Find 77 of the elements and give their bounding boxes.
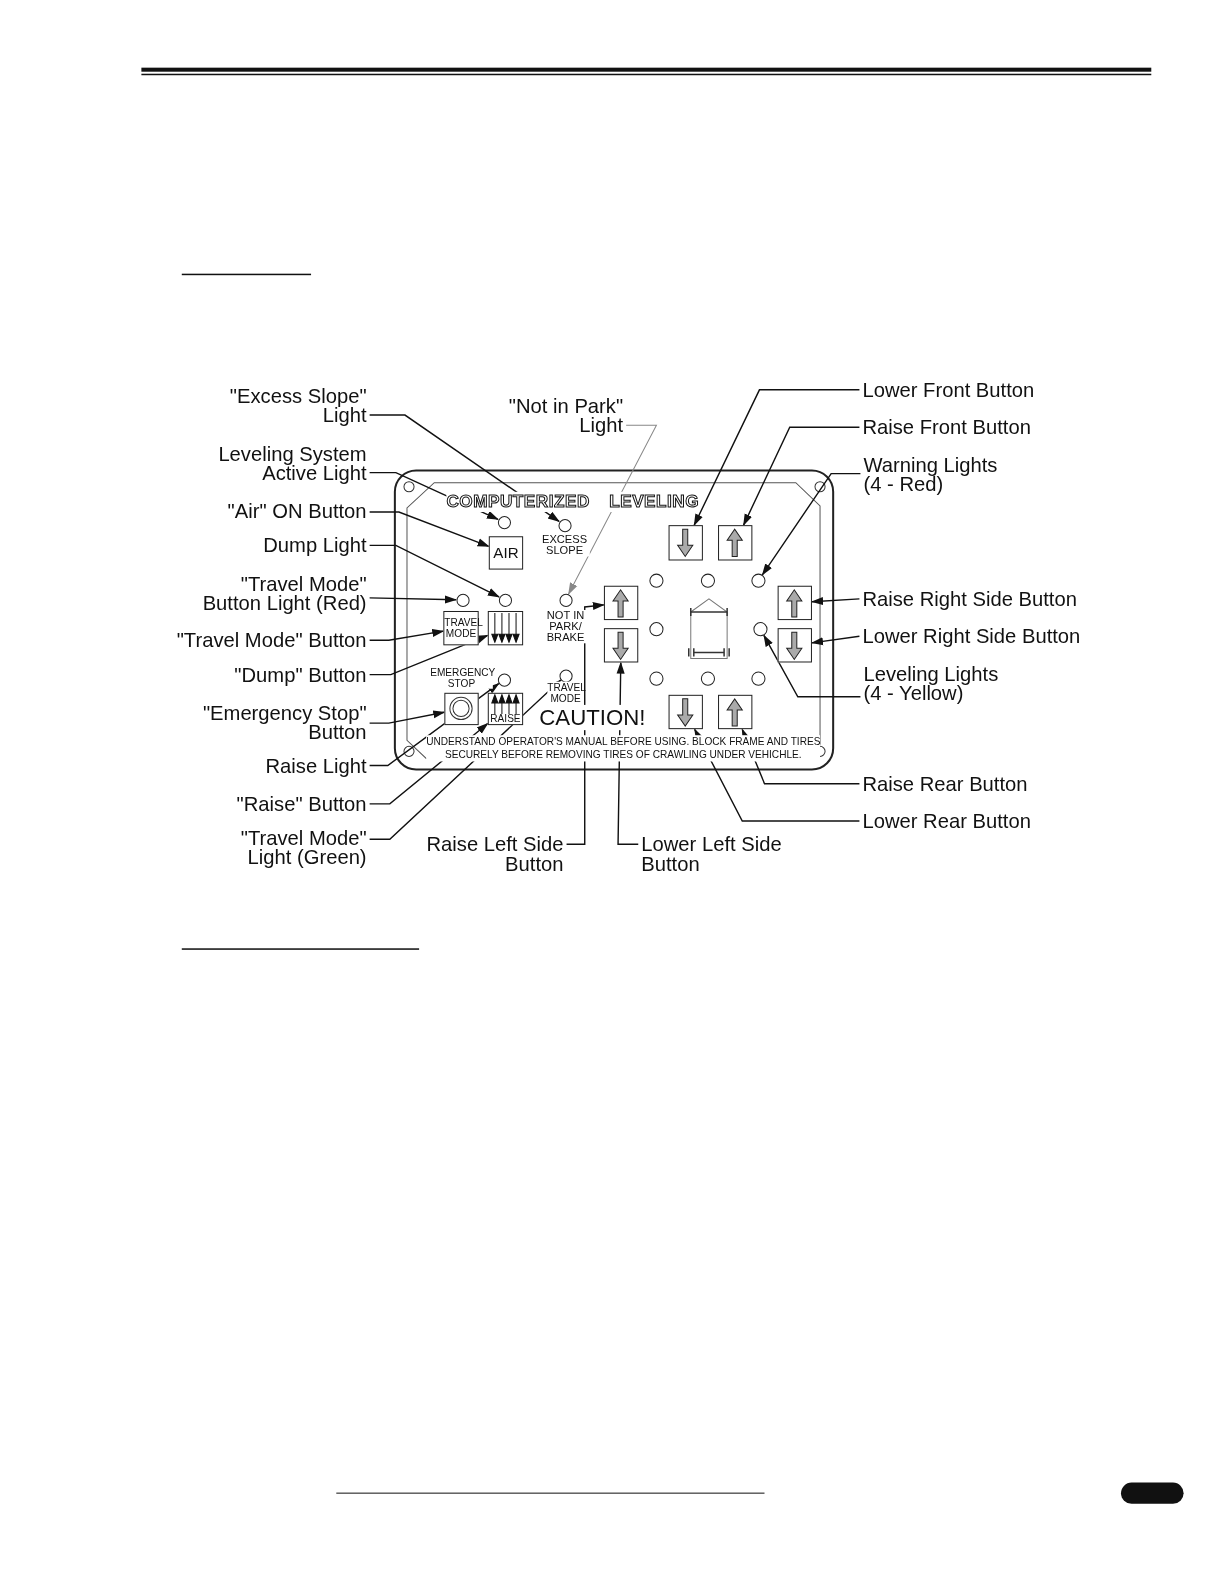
leader-line xyxy=(368,628,445,641)
arrow-button xyxy=(603,628,639,663)
panel-label: EMERGENCY STOP xyxy=(430,666,493,689)
leader-line xyxy=(368,682,500,767)
arrow-button xyxy=(718,694,753,730)
leader-line xyxy=(368,511,490,548)
callout-label: "Air" ON Button xyxy=(227,501,367,522)
panel-label: EXCESS SLOPE xyxy=(539,534,590,557)
indicator-light xyxy=(497,515,511,529)
indicator-light xyxy=(649,671,664,686)
callout-label: Raise Right Side Button xyxy=(862,589,1077,609)
indicator-light xyxy=(700,671,715,686)
callout-label: "Travel Mode" Button Light (Red) xyxy=(202,574,367,613)
callout-label: Leveling System Active Light xyxy=(218,444,367,483)
caution-text: CAUTION! xyxy=(539,704,646,731)
indicator-light xyxy=(649,573,664,588)
leader-line xyxy=(368,414,560,523)
callout-label: "Travel Mode" Light (Green) xyxy=(240,829,367,868)
callout-label: Raise Left Side Button xyxy=(426,835,564,874)
panel-title: COMPUTERIZED LEVELING xyxy=(446,491,700,512)
push-button: RAISE xyxy=(487,692,524,726)
callout-label: Raise Light xyxy=(265,756,367,776)
indicator-light xyxy=(753,622,768,637)
leader-line xyxy=(368,544,500,598)
leader-line xyxy=(368,595,457,604)
indicator-light xyxy=(497,673,511,687)
leader-line xyxy=(693,389,861,527)
arrow-button xyxy=(777,628,812,663)
arrow-button xyxy=(777,585,812,621)
arrow-button xyxy=(668,694,703,730)
leader-line xyxy=(693,728,861,822)
callout-label: "Dump" Button xyxy=(234,665,367,685)
leader-line xyxy=(368,679,562,840)
callout-label: Lower Right Side Button xyxy=(862,627,1081,647)
leader-line xyxy=(742,426,861,527)
push-button: AIR xyxy=(488,536,524,570)
indicator-light xyxy=(557,518,572,532)
callout-label: Lower Left Side Button xyxy=(641,835,782,874)
indicator-light xyxy=(649,622,664,637)
indicator-light xyxy=(455,593,470,607)
indicator-light xyxy=(559,669,573,683)
callout-label: "Not in Park" Light xyxy=(508,396,624,436)
indicator-light xyxy=(559,593,573,607)
leader-line xyxy=(810,597,861,606)
callout-label: "Raise" Button xyxy=(236,794,367,814)
leader-line xyxy=(761,472,862,576)
leader-line xyxy=(568,424,658,595)
leader-line xyxy=(368,710,446,724)
leader-line xyxy=(565,602,605,845)
leader-line xyxy=(368,471,499,521)
callout-label: Dump Light xyxy=(263,536,367,556)
leader-line xyxy=(810,635,861,646)
callout-label: Lower Rear Button xyxy=(862,811,1031,832)
indicator-light xyxy=(498,593,512,607)
warning-text: UNDERSTAND OPERATOR'S MANUAL BEFORE USING. BLOCK FRAME AND TIRES SECURELY BEFORE REMOVING TIRES OF CRAWLING UNDER VEHICHLE. xyxy=(426,735,821,762)
arrow-button xyxy=(603,585,639,621)
callout-label: "Emergency Stop" Button xyxy=(202,703,367,743)
leader-line xyxy=(763,634,862,698)
leader-line xyxy=(368,634,489,676)
leader-line xyxy=(616,661,639,845)
indicator-light xyxy=(751,671,766,686)
leader-line xyxy=(368,722,489,805)
callout-label: "Excess Slope" Light xyxy=(229,386,367,426)
indicator-light xyxy=(700,573,715,588)
control-panel xyxy=(393,469,835,771)
push-button xyxy=(487,611,524,646)
callout-label: Raise Front Button xyxy=(862,418,1031,438)
callout-label: Warning Lights (4 - Red) xyxy=(863,455,998,494)
arrow-button xyxy=(718,525,753,561)
callout-label: "Travel Mode" Button xyxy=(176,631,367,651)
stop-button xyxy=(444,692,479,726)
indicator-light xyxy=(751,573,766,588)
callout-label: Lower Front Button xyxy=(862,380,1035,400)
callout-label: Leveling Lights (4 - Yellow) xyxy=(863,664,999,703)
callout-label: Raise Rear Button xyxy=(862,774,1028,794)
arrow-button xyxy=(668,525,703,561)
leader-line xyxy=(741,728,861,785)
